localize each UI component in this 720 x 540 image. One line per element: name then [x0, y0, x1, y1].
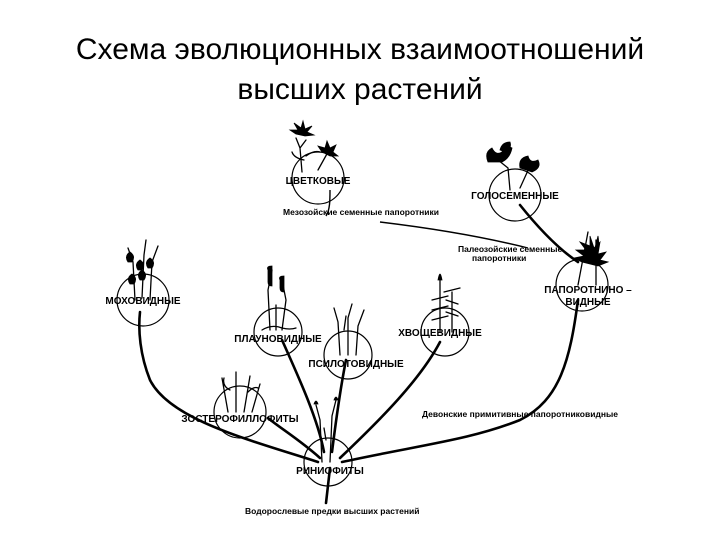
- psilote-plant-icon: [333, 303, 365, 356]
- title-line-2: высших растений: [237, 73, 483, 106]
- label-mosses: МОХОВИДНЫЕ: [105, 296, 180, 307]
- branch-mosses: [138, 310, 320, 464]
- title-line-1: Схема эволюционных взаимоотношений: [75, 33, 645, 66]
- annotation-paleozoic-1: Палеозойские семенные: [458, 244, 563, 254]
- label-rhyniophytes: РИНИОФИТЫ: [296, 466, 364, 477]
- rhyniophyte-plant-icon: [313, 396, 339, 463]
- page-title: Схема эволюционных взаимоотношений высши…: [0, 30, 720, 110]
- label-horsetails: ХВОЩЕВИДНЫЕ: [398, 328, 482, 339]
- annotation-devonian: Девонские примитивные папоротниковидные: [422, 409, 618, 419]
- zosterophyll-plant-icon: [221, 371, 261, 413]
- annotation-algal: Водорослевые предки высших растений: [245, 506, 419, 516]
- moss-plant-icon: [126, 239, 159, 301]
- branch-horsetails: [338, 340, 442, 460]
- branch-to-flowering: [325, 189, 331, 217]
- branch-psilotes: [330, 358, 348, 454]
- label-gymnosperms: ГОЛОСЕМЕННЫЕ: [471, 191, 559, 202]
- horsetail-plant-icon: [431, 273, 461, 333]
- label-lycopods: ПЛАУНОВИДНЫЕ: [234, 334, 322, 345]
- circle-rhyniophytes: [303, 437, 353, 487]
- flowering-plant-icon: [288, 119, 340, 173]
- annotation-paleozoic-2: папоротники: [472, 253, 526, 263]
- label-psilotes: ПСИЛОТОВИДНЫЕ: [308, 359, 404, 370]
- branch-zosterophylls: [266, 416, 322, 460]
- branch-paleozoic-to-gymno: [518, 203, 580, 264]
- label-ferns-1: ПАПОРОТНИНО –: [544, 285, 632, 296]
- circle-zosterophylls: [213, 385, 267, 439]
- circle-gymnosperms: [488, 168, 542, 222]
- circle-lycopods: [253, 307, 303, 357]
- branch-lycopods: [280, 338, 326, 454]
- gymnosperm-plant-icon: [486, 141, 540, 191]
- annotation-labels: Мезозойские семенные папоротники Палеозо…: [245, 207, 618, 516]
- label-ferns-2: ВИДНЫЕ: [565, 297, 611, 308]
- fern-plant-icon: [572, 231, 610, 286]
- branch-mesozoic: [379, 221, 529, 249]
- lycopod-plant-icon: [261, 265, 297, 331]
- label-flowering: ЦВЕТКОВЫЕ: [286, 176, 351, 187]
- group-labels: ЦВЕТКОВЫЕ ГОЛОСЕМЕННЫЕ МОХОВИДНЫЕ ПЛАУНО…: [105, 176, 632, 477]
- label-zosterophylls: ЗОСТЕРОФИЛЛОФИТЫ: [181, 414, 298, 425]
- circle-horsetails: [420, 307, 470, 357]
- tree-branches: [138, 189, 580, 505]
- branch-ferns: [340, 298, 580, 464]
- annotation-mesozoic: Мезозойские семенные папоротники: [283, 207, 439, 217]
